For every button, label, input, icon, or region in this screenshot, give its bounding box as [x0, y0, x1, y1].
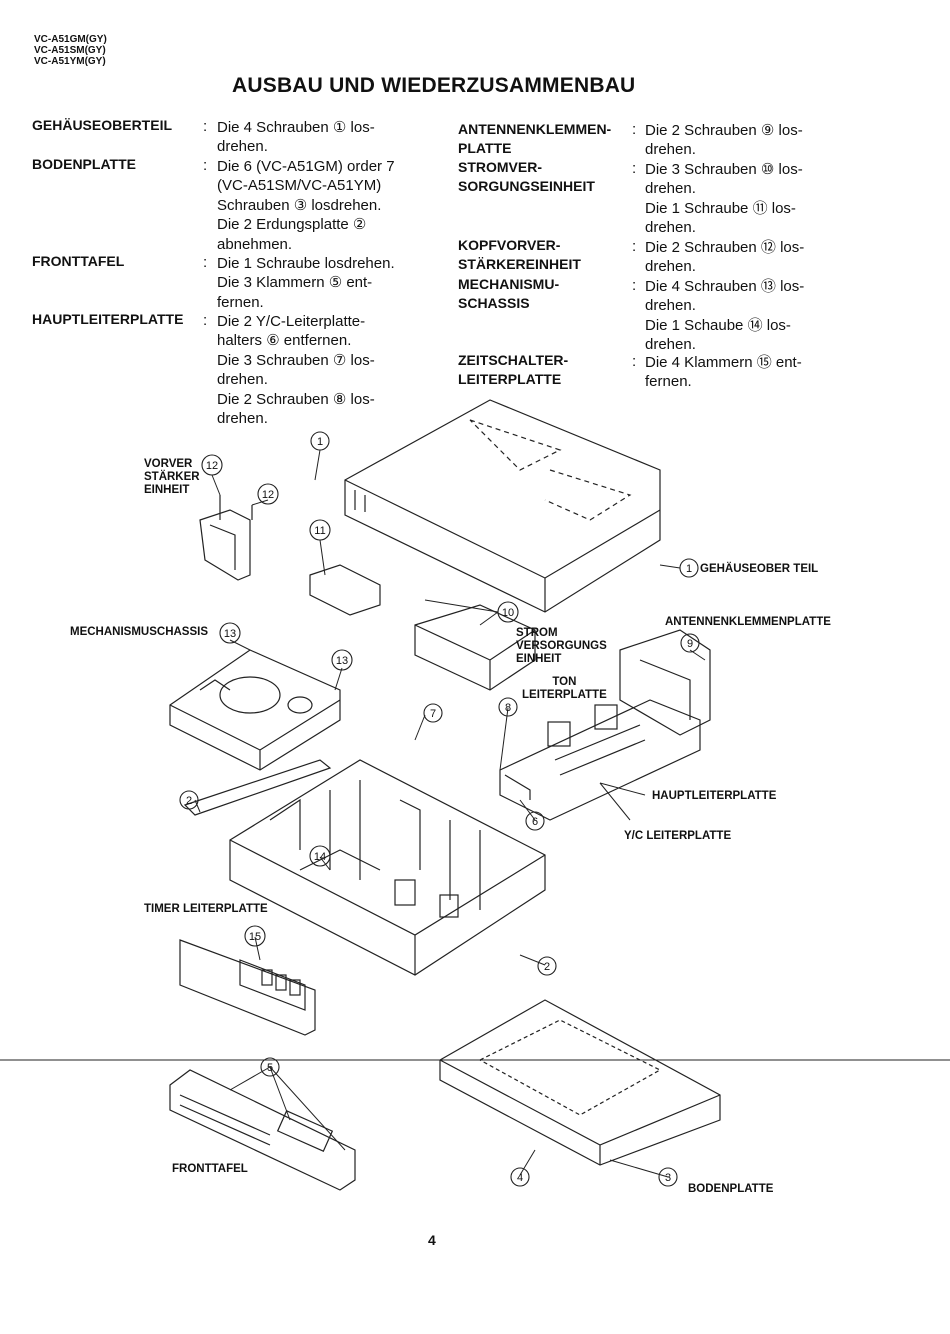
- section-label-kopfvorverstaerker: KOPFVORVER-STÄRKEREINHEIT: [458, 237, 581, 272]
- colon: :: [632, 121, 637, 138]
- part-marker-13b: 13: [336, 655, 348, 667]
- colon: :: [632, 277, 637, 294]
- main-chassis-drawing: [229, 759, 546, 976]
- step-text: Die 1 Schraube losdrehen. Die 3 Klammern…: [217, 255, 395, 311]
- part-marker-2b: 2: [544, 961, 550, 973]
- part-marker-4: 4: [517, 1172, 523, 1184]
- callout-gehaeuseoberteil: GEHÄUSEOBER TEIL: [700, 563, 819, 575]
- section-label-mechanismuschassis: MECHANISMU-SCHASSIS: [458, 276, 560, 311]
- model-1: VC-A51GM(GY): [34, 34, 107, 45]
- section-label-hauptleiterplatte: HAUPTLEITERPLATTE: [32, 311, 184, 327]
- step-text: Die 2 Schrauben ⑨ los- drehen.: [645, 122, 803, 159]
- part-marker-9: 9: [687, 638, 693, 650]
- step-text: Die 2 Schrauben ⑫ los- drehen.: [645, 239, 805, 276]
- preamp-drawing: [199, 495, 253, 581]
- top-cover-drawing: [344, 399, 661, 613]
- power-unit-drawing: [414, 604, 536, 691]
- callout-bodenplatte: BODENPLATTE: [688, 1183, 774, 1195]
- part-marker-3: 3: [665, 1172, 671, 1184]
- model-list: VC-A51GM(GY) VC-A51SM(GY) VC-A51YM(GY): [34, 34, 107, 67]
- part-marker-15: 15: [249, 931, 261, 943]
- part-marker-13: 13: [224, 628, 236, 640]
- callout-antennenklemmenplatte: ANTENNENKLEMMENPLATTE: [665, 616, 831, 628]
- model-3: VC-A51YM(GY): [34, 56, 106, 67]
- colon: :: [632, 238, 637, 255]
- section-label-gehaeuseoberteil: GEHÄUSEOBERTEIL: [32, 117, 173, 133]
- part-marker-5: 5: [267, 1062, 273, 1074]
- section-label-antennenklemmenplatte: ANTENNENKLEMMEN-PLATTE: [458, 121, 612, 156]
- front-panel-drawing: [169, 1069, 356, 1191]
- section-label-zeitschalter: ZEITSCHALTER-LEITERPLATTE: [458, 352, 569, 387]
- part-marker-14: 14: [314, 851, 326, 863]
- step-text: Die 4 Klammern ⑮ ent- fernen.: [645, 354, 802, 391]
- earth-plate-drawing: [183, 759, 332, 816]
- page-title: AUSBAU UND WIEDERZUSAMMENBAU: [232, 74, 636, 97]
- callout-vorverstaerker: VORVER STÄRKER EINHEIT: [144, 458, 200, 496]
- part-marker-10: 10: [502, 607, 514, 619]
- small-board-drawing: [309, 564, 381, 616]
- step-text: Die 6 (VC-A51GM) order 7 (VC-A51SM/VC-A5…: [217, 158, 395, 253]
- colon: :: [203, 254, 208, 271]
- colon: :: [203, 118, 208, 135]
- section-label-stromversorgung: STROMVER-SORGUNGSEINHEIT: [458, 159, 595, 194]
- timer-pcb-drawing: [179, 939, 316, 1036]
- antenna-plate-drawing: [619, 629, 711, 736]
- step-text: Die 4 Schrauben ⑬ los- drehen. Die 1 Sch…: [645, 278, 805, 354]
- part-marker-6: 6: [532, 816, 538, 828]
- step-text: Die 2 Y/C-Leiterplatte- halters ⑥ entfer…: [217, 313, 375, 428]
- part-marker-11: 11: [314, 525, 325, 537]
- callout-fronttafel: FRONTTAFEL: [172, 1163, 248, 1175]
- callout-stromversorgung: STROM VERSORGUNGS EINHEIT: [516, 627, 607, 665]
- leader-lines: [194, 449, 706, 1178]
- page-number: 4: [428, 1232, 436, 1248]
- part-number-markers: 1 1 2 2 3 4 5 6 7 8 9 10 11 12 12 13 13 …: [179, 431, 700, 1187]
- colon: :: [632, 160, 637, 177]
- model-2: VC-A51SM(GY): [34, 45, 106, 56]
- part-marker-8: 8: [505, 702, 511, 714]
- bottom-plate-drawing: [439, 999, 721, 1166]
- part-marker-12b: 12: [262, 489, 274, 501]
- part-marker-1b: 1: [686, 563, 692, 575]
- part-marker-1: 1: [317, 436, 323, 448]
- step-text: Die 3 Schrauben ⑩ los- drehen. Die 1 Sch…: [645, 161, 803, 237]
- part-marker-2: 2: [186, 795, 192, 807]
- main-pcb-drawing: [499, 699, 701, 821]
- step-text: Die 4 Schrauben ① los- drehen.: [217, 119, 375, 156]
- callout-yc-leiterplatte: Y/C LEITERPLATTE: [624, 830, 732, 842]
- section-label-bodenplatte: BODENPLATTE: [32, 156, 136, 172]
- colon: :: [203, 312, 208, 329]
- part-marker-7: 7: [430, 708, 436, 720]
- callout-ton-leiterplatte: TON LEITERPLATTE: [522, 676, 607, 701]
- colon: :: [632, 353, 637, 370]
- callout-hauptleiterplatte: HAUPTLEITERPLATTE: [652, 790, 777, 802]
- colon: :: [203, 157, 208, 174]
- callout-timer-leiterplatte: TIMER LEITERPLATTE: [144, 903, 268, 915]
- section-label-fronttafel: FRONTTAFEL: [32, 253, 125, 269]
- mechanism-chassis-drawing: [169, 649, 341, 771]
- part-marker-12: 12: [206, 460, 218, 472]
- callout-mechanismuschassis: MECHANISMUSCHASSIS: [70, 626, 209, 638]
